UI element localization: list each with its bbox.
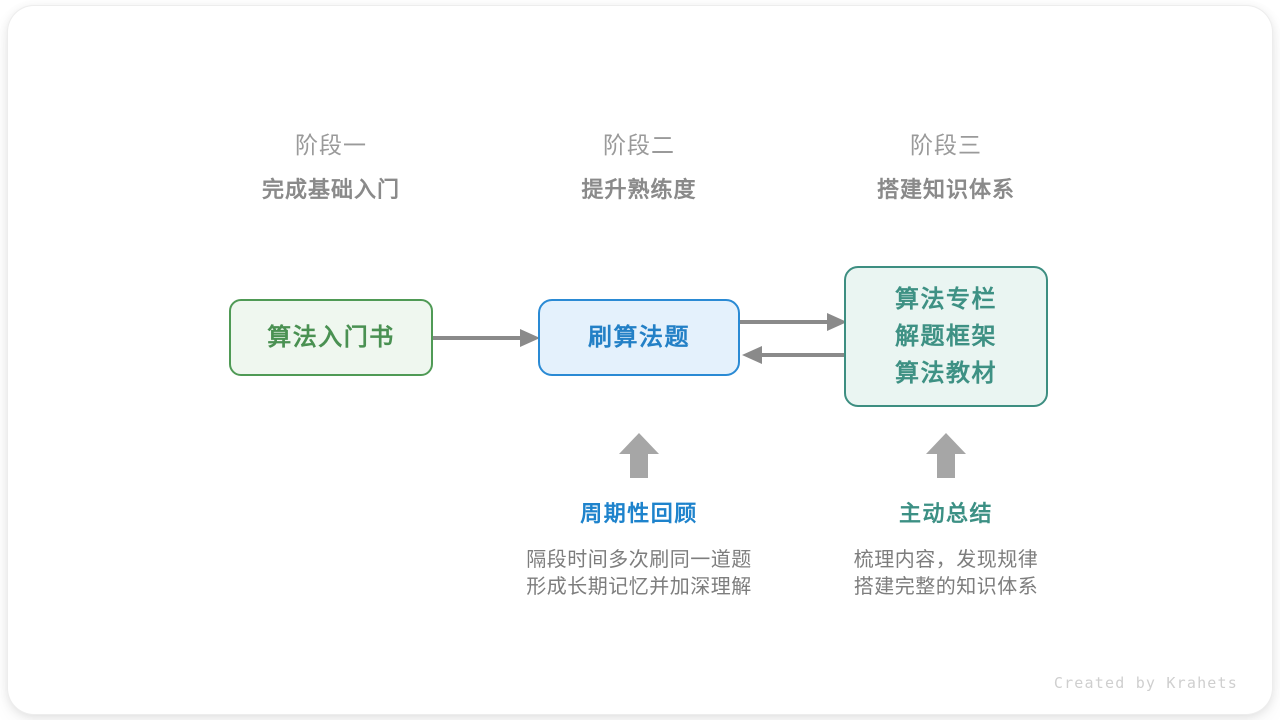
- up-arrow-icon: [619, 433, 659, 478]
- node-resources-line-2: 解题框架: [895, 323, 997, 350]
- stage-1-name: 阶段一: [295, 132, 367, 158]
- connector-book-to-practice: [432, 329, 540, 347]
- boost-review-desc-line-1: 隔段时间多次刷同一道题: [526, 549, 752, 571]
- node-book-line-1: 算法入门书: [267, 324, 395, 351]
- connector-practice-to-resources: [739, 313, 847, 331]
- node-resources-line-3: 算法教材: [895, 360, 997, 387]
- boost-periodic-review: 周期性回顾 隔段时间多次刷同一道题 形成长期记忆并加深理解: [489, 432, 789, 601]
- boost-summary-title: 主动总结: [898, 501, 993, 526]
- node-practice-line-1: 刷算法题: [588, 324, 690, 351]
- node-knowledge-resources[interactable]: 算法专栏 解题框架 算法教材: [844, 266, 1048, 407]
- stage-3-name: 阶段三: [910, 132, 982, 158]
- node-resources-line-1: 算法专栏: [895, 286, 997, 313]
- stage-header-3: 阶段三 搭建知识体系: [826, 130, 1066, 205]
- stage-3-goal: 搭建知识体系: [876, 177, 1015, 202]
- node-practice-problems[interactable]: 刷算法题: [538, 299, 740, 376]
- credit-label: Created by Krahets: [1053, 674, 1238, 692]
- stage-header-2: 阶段二 提升熟练度: [519, 130, 759, 205]
- boost-summary-desc-line-2: 搭建完整的知识体系: [853, 576, 1039, 598]
- stage-2-goal: 提升熟练度: [581, 177, 697, 202]
- boost-review-desc-line-2: 形成长期记忆并加深理解: [526, 576, 752, 598]
- stage-header-1: 阶段一 完成基础入门: [211, 130, 451, 205]
- connector-resources-to-practice: [742, 346, 850, 364]
- up-arrow-icon: [926, 433, 966, 478]
- node-algorithm-intro-book[interactable]: 算法入门书: [229, 299, 433, 376]
- boost-review-title: 周期性回顾: [580, 501, 698, 526]
- boost-active-summary: 主动总结 梳理内容，发现规律 搭建完整的知识体系: [796, 432, 1096, 601]
- stage-1-goal: 完成基础入门: [261, 177, 400, 202]
- stage-2-name: 阶段二: [603, 132, 675, 158]
- boost-summary-desc-line-1: 梳理内容，发现规律: [853, 549, 1039, 571]
